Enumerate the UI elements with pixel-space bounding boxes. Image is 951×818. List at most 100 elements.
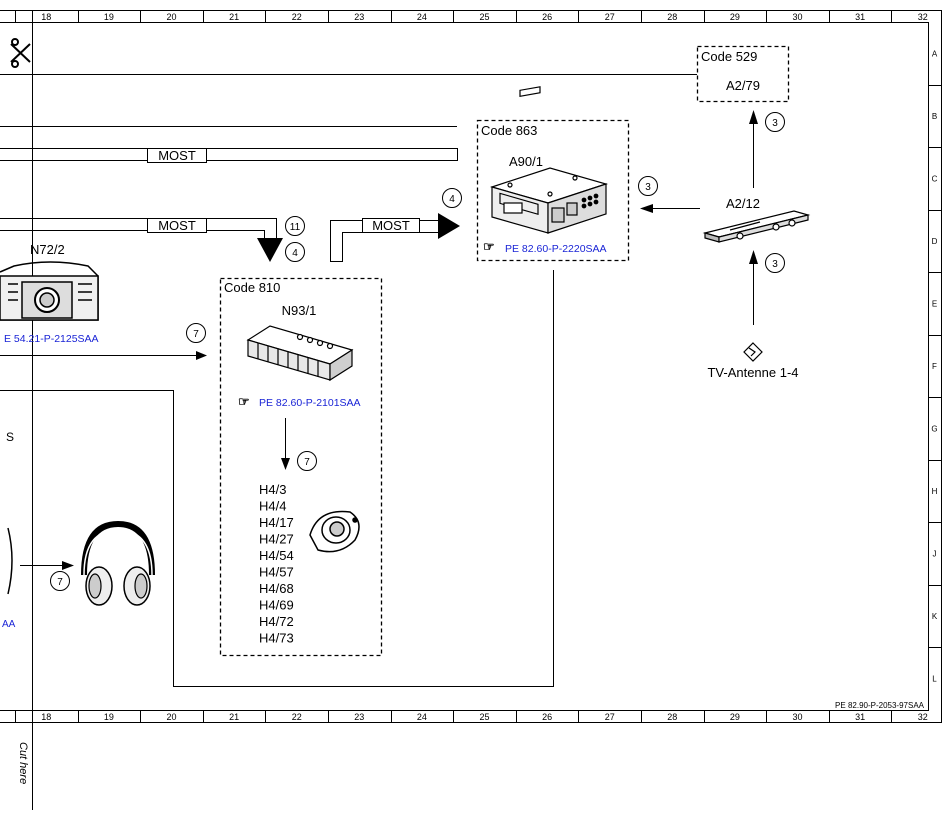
left-arrow-to-a90 — [640, 204, 653, 213]
row-label: L — [932, 675, 937, 684]
a90-reference-link[interactable]: PE 82.60-P-2220SAA — [505, 243, 607, 255]
svg-text:4: 4 — [449, 194, 455, 205]
speaker-list-item: H4/73 — [259, 631, 294, 646]
n93-label: N93/1 — [282, 303, 317, 318]
n72-reference-link[interactable]: E 54.21-P-2125SAA — [4, 333, 99, 345]
column-label: 23 — [354, 12, 364, 22]
column-label: 26 — [542, 12, 552, 22]
diagram-frame — [0, 10, 942, 810]
column-label: 27 — [605, 712, 615, 722]
column-label: 29 — [730, 12, 740, 22]
code-529-label: Code 529 — [701, 49, 757, 64]
column-label: 22 — [292, 712, 302, 722]
code-810-box — [219, 277, 383, 657]
speaker-list-item: H4/69 — [259, 598, 294, 613]
a212-label: A2/12 — [726, 196, 760, 211]
speaker-list-item: H4/4 — [259, 499, 286, 514]
svg-text:3: 3 — [645, 182, 651, 193]
most-label-3: MOST — [372, 218, 410, 233]
column-label: 21 — [229, 12, 239, 22]
n93-reference-link[interactable]: PE 82.60-P-2101SAA — [259, 397, 361, 409]
left-partial-label-s: S — [6, 430, 14, 444]
svg-text:3: 3 — [772, 118, 778, 129]
badge-3-left: 3 — [638, 176, 658, 196]
badge-11: 11 — [285, 216, 305, 236]
svg-text:7: 7 — [57, 577, 63, 588]
column-label: 30 — [792, 12, 802, 22]
hand-pointer-icon: ☞ — [238, 394, 250, 409]
column-label: 24 — [417, 12, 427, 22]
cut-here-label: Cut here — [17, 742, 29, 784]
arrow-to-headphones — [62, 561, 74, 570]
row-label: H — [932, 487, 938, 496]
speaker-icon — [309, 510, 360, 553]
most-label-2: MOST — [158, 218, 196, 233]
column-label: 18 — [41, 12, 51, 22]
down-arrow-most — [257, 238, 283, 262]
antenna-symbol-icon — [743, 342, 763, 362]
badge-4-right: 4 — [442, 188, 462, 208]
column-ticks — [15, 10, 892, 723]
scissors-icon — [10, 38, 31, 68]
column-label: 29 — [730, 712, 740, 722]
speaker-list-item: H4/68 — [259, 581, 294, 596]
badge-7-bottom: 7 — [50, 571, 70, 591]
column-label: 31 — [855, 712, 865, 722]
hand-pointer-icon: ☞ — [483, 239, 495, 254]
most-label-1: MOST — [158, 148, 196, 163]
code-863-label: Code 863 — [481, 123, 537, 138]
n72-device-image — [0, 261, 99, 321]
most-bus-3 — [330, 218, 440, 262]
row-label: B — [932, 112, 937, 121]
badge-7-top: 7 — [186, 323, 206, 343]
speaker-list-item: H4/17 — [259, 515, 294, 530]
column-label: 28 — [667, 12, 677, 22]
speaker-list-item: H4/72 — [259, 614, 294, 629]
row-label: G — [931, 425, 937, 434]
code-810-label: Code 810 — [224, 280, 280, 295]
down-arrow-speakers — [281, 458, 290, 470]
a90-label: A90/1 — [509, 154, 543, 169]
column-label: 20 — [166, 12, 176, 22]
badge-4-left: 4 — [285, 242, 305, 262]
up-arrow-to-a279 — [749, 110, 758, 124]
column-label: 21 — [229, 712, 239, 722]
a212-antenna-amplifier-image — [702, 210, 811, 243]
speaker-list-item: H4/54 — [259, 548, 294, 563]
badge-7-mid: 7 — [297, 451, 317, 471]
svg-text:7: 7 — [193, 329, 199, 340]
row-label: K — [932, 612, 938, 621]
svg-text:4: 4 — [292, 248, 298, 259]
column-label: 18 — [41, 712, 51, 722]
most-bus-1 — [0, 148, 458, 163]
column-label: 26 — [542, 712, 552, 722]
most-bus-2 — [0, 218, 277, 238]
badge-3-top: 3 — [765, 112, 785, 132]
code-529-box — [696, 45, 790, 103]
column-label: 28 — [667, 712, 677, 722]
column-label: 30 — [792, 712, 802, 722]
column-label: 32 — [918, 712, 928, 722]
row-ticks — [928, 85, 941, 648]
left-partial-reference[interactable]: AA — [2, 619, 16, 630]
speaker-list: H4/3H4/4H4/17H4/27H4/54H4/57H4/68H4/69H4… — [259, 482, 294, 646]
n72-label: N72/2 — [30, 242, 65, 257]
a90-module-image — [489, 86, 609, 234]
row-label: F — [932, 362, 937, 371]
column-label: 24 — [417, 712, 427, 722]
svg-text:3: 3 — [772, 259, 778, 270]
a279-label: A2/79 — [726, 78, 760, 93]
svg-text:7: 7 — [304, 457, 310, 468]
svg-text:11: 11 — [290, 222, 301, 233]
column-label: 25 — [479, 712, 489, 722]
column-label: 31 — [855, 12, 865, 22]
column-label: 27 — [605, 12, 615, 22]
n93-module-image — [246, 325, 354, 382]
row-label: C — [932, 174, 938, 183]
column-label: 19 — [104, 12, 114, 22]
speaker-list-item: H4/3 — [259, 482, 286, 497]
column-label: 22 — [292, 12, 302, 22]
